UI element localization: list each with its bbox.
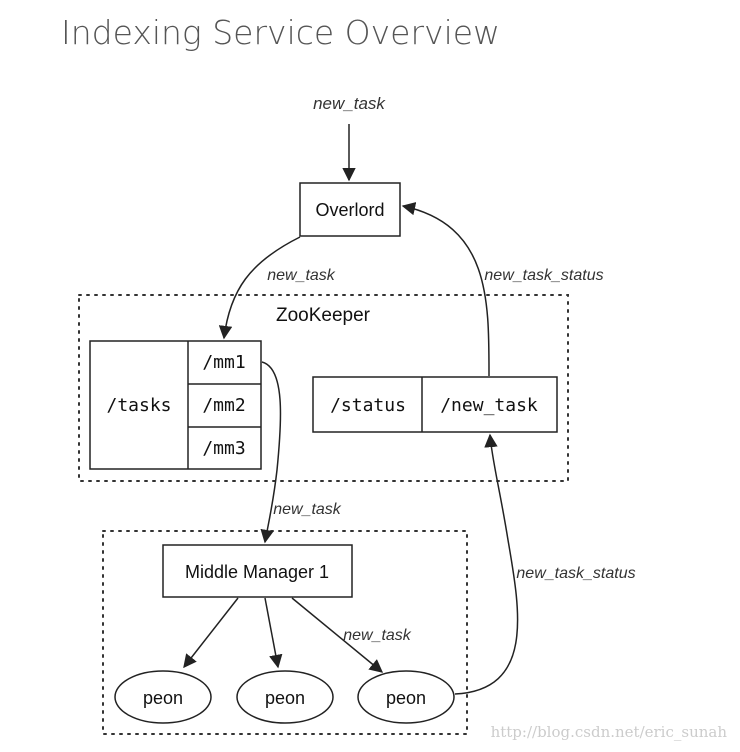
peon-3-label: peon (386, 688, 426, 708)
peon-2-ellipse (236, 670, 334, 724)
tasks-table: /tasks /mm1 /mm2 /mm3 (89, 340, 262, 470)
mm1-to-manager-arrow (260, 361, 282, 544)
peon-2-label: peon (265, 688, 305, 708)
incoming-edge-label: new_task (313, 94, 386, 113)
middle-manager-label: Middle Manager 1 (185, 562, 329, 582)
status-table: /status /new_task (312, 376, 558, 433)
mm2-label: /mm2 (202, 395, 245, 416)
manager-to-peon-3-arrow (291, 597, 384, 673)
peon-3-ellipse (357, 670, 455, 724)
peon-node-2: peon (236, 670, 334, 724)
status-label: /status (330, 395, 406, 416)
middle-manager-container (102, 530, 468, 735)
manager-to-peon-label: new_task (343, 627, 412, 644)
overlord-to-tasks-arrow (218, 236, 301, 340)
tasks-table-frame (89, 340, 262, 470)
manager-to-peon-1-arrow (183, 597, 239, 669)
peon-1-label: peon (143, 688, 183, 708)
mm1-label: /mm1 (202, 352, 245, 373)
peon-1-ellipse (114, 670, 212, 724)
peon-node-1: peon (114, 670, 212, 724)
overlord-node: Overlord (299, 182, 401, 237)
tasks-label: /tasks (106, 395, 171, 416)
middle-manager-node: Middle Manager 1 (162, 544, 353, 598)
watermark-url: http://blog.csdn.net/eric_sunah (491, 723, 728, 741)
status-table-frame (312, 376, 558, 433)
zookeeper-container (78, 294, 569, 482)
manager-to-peon-2-arrow (264, 597, 283, 669)
zookeeper-label: ZooKeeper (276, 305, 371, 326)
mm3-label: /mm3 (202, 438, 245, 459)
mm1-to-manager-label: new_task (273, 501, 342, 518)
diagram-title: Indexing Service Overview (61, 13, 500, 52)
overlord-label: Overlord (315, 200, 384, 220)
status-to-overlord-label: new_task_status (484, 267, 603, 284)
peon-to-status-label: new_task_status (516, 565, 635, 582)
overlord-to-tasks-label: new_task (267, 267, 336, 284)
overlord-box (299, 182, 401, 237)
peon-node-3: peon (357, 670, 455, 724)
status-new-task-label: /new_task (440, 395, 538, 416)
middle-manager-box (162, 544, 353, 598)
status-to-overlord-arrow (401, 202, 490, 377)
peon-to-status-arrow (454, 433, 519, 695)
